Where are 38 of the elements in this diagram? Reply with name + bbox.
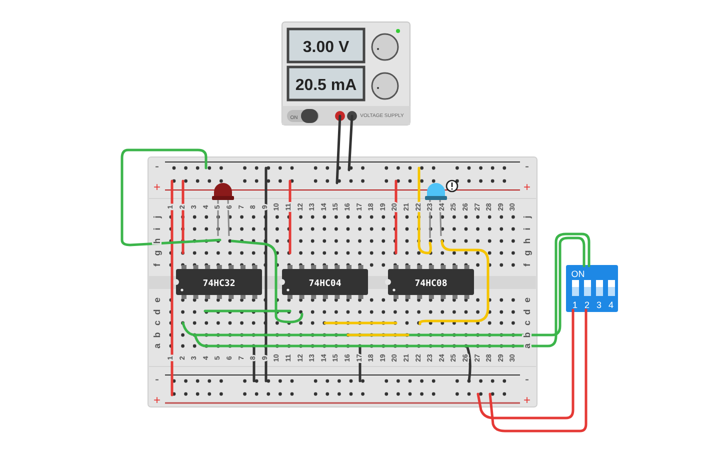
row-letter: f	[152, 264, 162, 266]
rail-sign: -	[525, 372, 529, 386]
chip-label: 74HC32	[202, 279, 236, 289]
row-letter: j	[152, 216, 162, 218]
row-letter: h	[522, 238, 532, 244]
chip-label: 74HC04	[308, 279, 342, 289]
rail-sign: -	[525, 159, 529, 173]
row-letter: g	[522, 250, 532, 256]
row-letter: e	[522, 298, 532, 302]
rail-sign: +	[154, 180, 160, 194]
switch-label: ON	[571, 269, 585, 279]
row-letter: f	[522, 264, 532, 266]
rail-sign: +	[524, 393, 530, 407]
row-letter: i	[152, 228, 162, 230]
display-reading: 20.5 mA	[295, 77, 357, 94]
switch-number: 3	[596, 300, 602, 310]
switch-number: 4	[608, 300, 614, 310]
row-letter: h	[152, 238, 162, 244]
row-letter: g	[152, 250, 162, 256]
display-reading: 3.00 V	[302, 39, 350, 56]
row-letter: c	[152, 320, 162, 326]
row-letter: b	[522, 332, 532, 338]
chip-label: 74HC08	[414, 279, 448, 289]
row-letter: i	[522, 228, 532, 230]
rail-sign: +	[524, 180, 530, 194]
row-letter: a	[522, 344, 532, 348]
switch-number: 2	[584, 300, 590, 310]
row-letter: a	[152, 344, 162, 348]
rail-sign: -	[155, 372, 159, 386]
row-letter: j	[522, 216, 532, 218]
switch-number: 1	[572, 300, 578, 310]
rail-sign: +	[154, 393, 160, 407]
row-letter: e	[152, 298, 162, 302]
rail-sign: -	[155, 159, 159, 173]
row-letter: b	[152, 332, 162, 338]
row-letter: c	[522, 320, 532, 326]
row-letter: d	[522, 309, 532, 315]
row-letter: d	[152, 309, 162, 315]
